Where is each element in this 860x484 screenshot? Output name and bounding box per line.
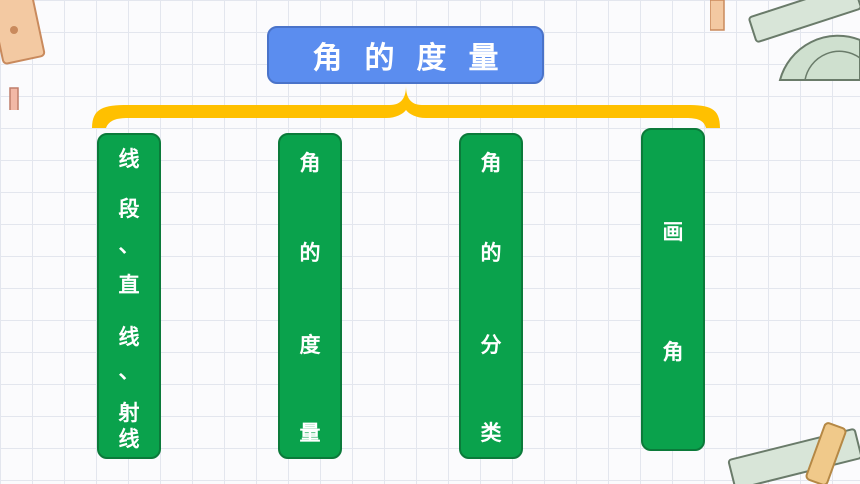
column-char: 线 — [118, 427, 140, 451]
column-char: 画 — [662, 220, 684, 244]
ruler-decoration-bottom-right — [727, 422, 860, 484]
column-char: 线 — [118, 147, 140, 171]
column-char: 的 — [480, 241, 502, 265]
column-draw-angle: 画 角 — [641, 128, 705, 451]
column-char: 直 — [118, 273, 140, 297]
column-char: 角 — [662, 340, 684, 364]
column-lines-rays: 线 段 、 直 线 、 射 线 — [97, 133, 161, 459]
column-char: 、 — [118, 359, 140, 383]
column-angle-measure: 角 的 度 量 — [278, 133, 342, 459]
ruler-protractor-decoration-top-right — [710, 0, 860, 81]
column-char: 、 — [118, 233, 140, 257]
diagram-title: 角的度量 — [312, 41, 521, 76]
column-char: 角 — [480, 151, 502, 175]
column-angle-classification: 角 的 分 类 — [459, 133, 523, 459]
column-char: 线 — [118, 325, 140, 349]
brace-shape — [92, 86, 720, 128]
column-char: 分 — [480, 333, 502, 357]
brace-connector — [92, 86, 720, 128]
column-char: 量 — [299, 421, 321, 445]
column-char: 类 — [480, 421, 502, 445]
column-char: 度 — [299, 333, 321, 357]
column-char: 的 — [299, 241, 321, 265]
column-char: 射 — [118, 401, 140, 425]
stationery-decoration-top-left — [0, 0, 46, 110]
column-char: 段 — [118, 197, 140, 221]
column-char: 角 — [299, 151, 321, 175]
title-box: 角的度量 — [267, 26, 544, 84]
